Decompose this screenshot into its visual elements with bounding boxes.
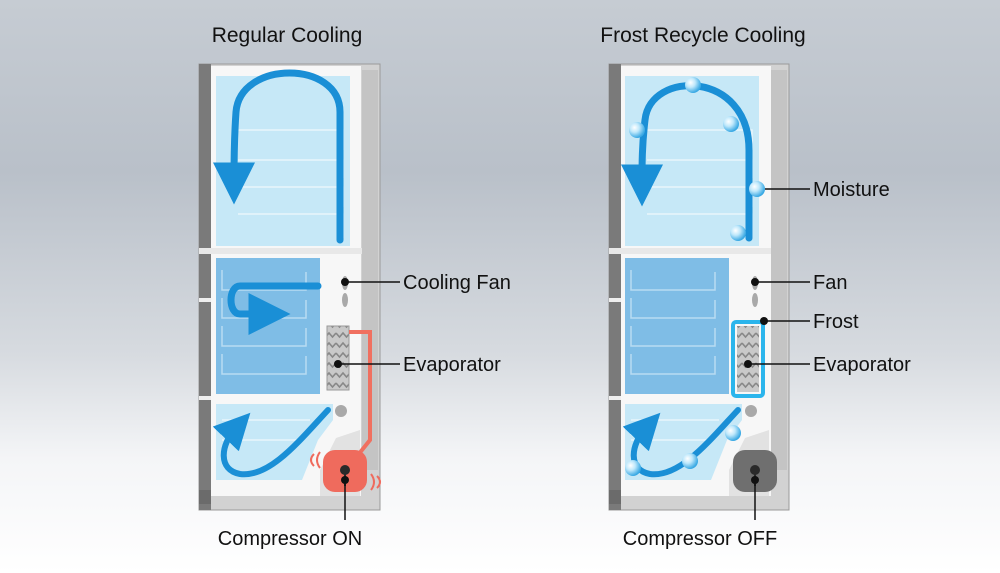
right-airflow-bottom-arrow (622, 407, 741, 478)
left-airflow-top-arrow (213, 69, 344, 244)
moisture-droplets (625, 77, 765, 476)
frost-layer (731, 320, 765, 398)
right-valve (745, 405, 757, 417)
frost-label: Frost (813, 311, 859, 333)
fan-label: Fan (813, 272, 847, 294)
left-valve (335, 405, 347, 417)
left-evaporator (326, 325, 350, 391)
right-fridge: Frost Recycle Cooling (600, 24, 911, 550)
left-evaporator-label: Evaporator (403, 354, 501, 376)
left-refrigerant-line (349, 330, 372, 462)
compressor-off-label: Compressor OFF (623, 528, 777, 550)
right-airflow-top-arrow (621, 82, 753, 242)
compressor-on-label: Compressor ON (218, 528, 362, 550)
moisture-label: Moisture (813, 179, 890, 201)
left-fridge: Regular Cooling (198, 24, 511, 550)
right-callouts: Moisture Fan Frost Evaporator Compressor… (623, 179, 911, 550)
left-callouts: Cooling Fan Evaporator Compressor ON (218, 272, 511, 550)
right-evaporator (737, 326, 759, 392)
left-airflow-mid-arrow (227, 282, 322, 335)
right-title: Frost Recycle Cooling (600, 24, 805, 47)
left-airflow-bottom-arrow (212, 407, 331, 478)
right-freezer-compartment (625, 258, 729, 394)
left-cabinet (198, 63, 381, 511)
left-title: Regular Cooling (212, 24, 363, 47)
cooling-fan-label: Cooling Fan (403, 272, 511, 294)
left-compressor-on (310, 450, 381, 492)
right-evaporator-label: Evaporator (813, 354, 911, 376)
